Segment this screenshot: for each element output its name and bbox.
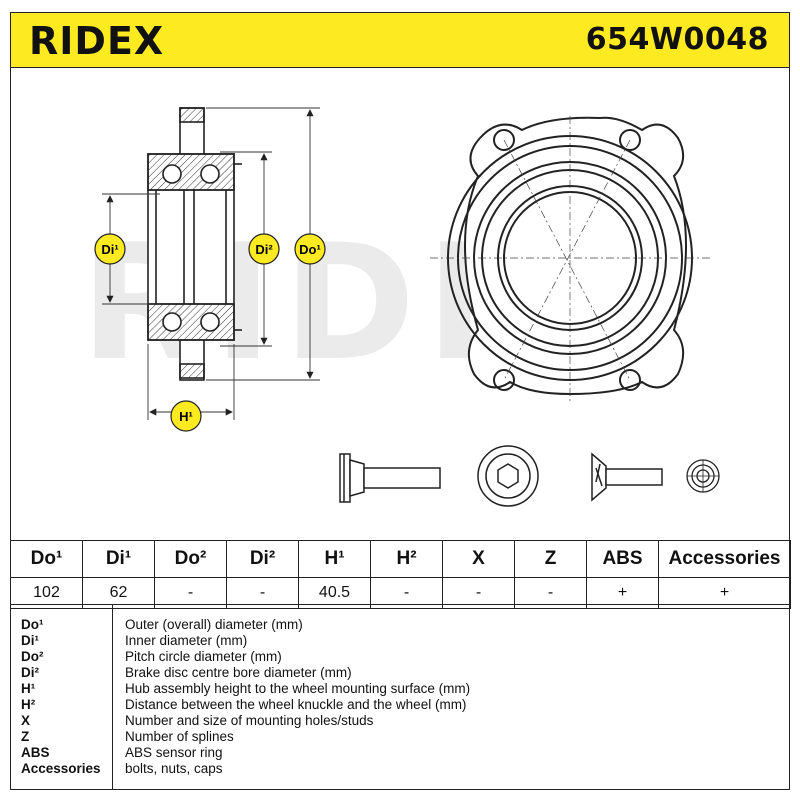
legend-row: Do¹ Outer (overall) diameter (mm) [11, 617, 791, 633]
ridex-logo: RIDEX [29, 23, 164, 59]
legend-desc: Outer (overall) diameter (mm) [125, 617, 303, 632]
spec-header-cell: H² [370, 540, 443, 578]
legend-desc: bolts, nuts, caps [125, 761, 223, 776]
legend-row: Di² Brake disc centre bore diameter (mm) [11, 665, 791, 681]
spec-value-cell: - [154, 577, 227, 609]
spec-value-cell: 40.5 [298, 577, 371, 609]
legend-row: H¹ Hub assembly height to the wheel moun… [11, 681, 791, 697]
spec-header-cell: Di² [226, 540, 299, 578]
legend-key: Di¹ [21, 633, 39, 648]
legend-row: H² Distance between the wheel knuckle an… [11, 697, 791, 713]
bearing-section-view [147, 107, 242, 381]
legend-key: Do² [21, 649, 44, 664]
bolt-head-view [477, 445, 539, 507]
legend-desc: Brake disc centre bore diameter (mm) [125, 665, 352, 680]
dimension-badge-do1: Do¹ [294, 233, 326, 265]
legend-key: ABS [21, 745, 50, 760]
spec-header-cell: Z [514, 540, 587, 578]
legend-row: Di¹ Inner diameter (mm) [11, 633, 791, 649]
legend-desc: Number and size of mounting holes/studs [125, 713, 374, 728]
spec-value-cell: 102 [10, 577, 83, 609]
spec-value-row: 102 62 - - 40.5 - - - + + [10, 577, 791, 609]
legend-key: Accessories [21, 761, 101, 776]
spec-header-cell: Accessories [658, 540, 791, 578]
screw-end-view [686, 459, 720, 493]
spec-header-row: Do¹ Di¹ Do² Di² H¹ H² X Z ABS Accessorie… [10, 540, 791, 578]
spec-header-cell: X [442, 540, 515, 578]
legend-key: Di² [21, 665, 39, 680]
bolt-side-view [339, 453, 441, 503]
spec-header-cell: H¹ [298, 540, 371, 578]
spec-value-cell: + [586, 577, 659, 609]
part-number: 654W0048 [585, 22, 769, 57]
legend-desc: ABS sensor ring [125, 745, 223, 760]
svg-text:RIDEX: RIDEX [29, 23, 164, 59]
legend-desc: Hub assembly height to the wheel mountin… [125, 681, 471, 696]
dimension-badge-di2: Di² [248, 233, 280, 265]
legend-key: Do¹ [21, 617, 44, 632]
svg-text:H¹: H¹ [179, 409, 193, 424]
legend-desc: Inner diameter (mm) [125, 633, 248, 648]
spec-header-cell: Do¹ [10, 540, 83, 578]
legend-desc: Pitch circle diameter (mm) [125, 649, 282, 664]
legend-box: Do¹ Outer (overall) diameter (mm) Di¹ In… [10, 604, 790, 790]
legend-key: H¹ [21, 681, 36, 696]
spec-value-cell: 62 [82, 577, 155, 609]
legend-row: Do² Pitch circle diameter (mm) [11, 649, 791, 665]
legend-key: X [21, 713, 31, 728]
legend-divider [112, 605, 113, 789]
legend-row: Accessories bolts, nuts, caps [11, 761, 791, 777]
legend-desc: Number of splines [125, 729, 234, 744]
legend-row: Z Number of splines [11, 729, 791, 745]
svg-text:Do¹: Do¹ [299, 242, 321, 257]
header-bar: RIDEX 654W0048 [10, 12, 790, 68]
legend-row: X Number and size of mounting holes/stud… [11, 713, 791, 729]
technical-drawing: RIDEX [80, 107, 720, 507]
spec-header-cell: Di¹ [82, 540, 155, 578]
dimension-badge-h1: H¹ [170, 400, 202, 432]
svg-text:Di²: Di² [255, 242, 273, 257]
legend-desc: Distance between the wheel knuckle and t… [125, 697, 467, 712]
spec-value-cell: - [226, 577, 299, 609]
spec-value-cell: - [370, 577, 443, 609]
spec-header-cell: ABS [586, 540, 659, 578]
spec-header-cell: Do² [154, 540, 227, 578]
legend-row: ABS ABS sensor ring [11, 745, 791, 761]
spec-value-cell: - [514, 577, 587, 609]
legend-key: H² [21, 697, 36, 712]
screw-side-view [591, 452, 663, 502]
svg-text:Di¹: Di¹ [101, 242, 118, 257]
spec-value-cell: + [658, 577, 791, 609]
spec-table: Do¹ Di¹ Do² Di² H¹ H² X Z ABS Accessorie… [10, 540, 791, 609]
dimension-badge-di1: Di¹ [94, 233, 126, 265]
legend-key: Z [21, 729, 30, 744]
